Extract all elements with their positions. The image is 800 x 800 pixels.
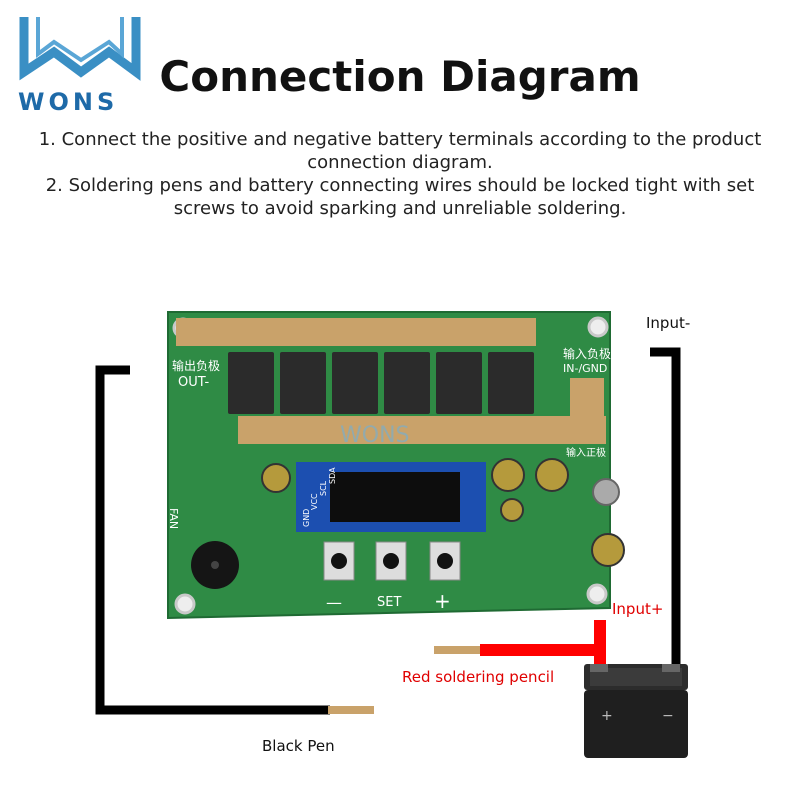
capacitor [491,458,525,492]
instruction-1: 1. Connect the positive and negative bat… [38,129,762,173]
oled-display: GND VCC SCL SDA [296,462,486,532]
battery: + − [584,664,688,758]
capacitor [261,463,291,493]
mosfet-row [228,352,534,414]
out-label: OUT- [178,375,209,390]
in-label: IN-/GND [563,362,607,375]
oled-pin-vcc: VCC [310,493,319,510]
screw-terminal [592,478,620,506]
button-label-minus: — [326,593,342,612]
in-label-cn: 输入负极 [563,346,611,361]
wons-logo [19,17,141,81]
oled-pin-sda: SDA [328,467,337,484]
black-pen-tip [328,706,374,714]
label-input-plus: Input+ [612,600,664,618]
capacitor [535,458,569,492]
capacitor [500,498,524,522]
button-plus [429,541,461,581]
page-title: Connection Diagram [159,52,641,101]
logo-text: WONS [18,88,119,116]
input-minus-wire [650,347,681,680]
in-pos-cn: 输入正极 [566,446,606,459]
battery-plus: + [601,708,613,724]
button-label-set: SET [377,595,401,610]
black-pen-wire [95,365,330,715]
oled-pin-scl: SCL [319,480,328,496]
button-label-plus: + [434,589,451,613]
fan-label: FAN [167,508,180,529]
label-red-pencil: Red soldering pencil [402,668,555,686]
label-input-minus: Input- [646,314,691,332]
in-gnd-tab [570,378,604,420]
battery-minus: − [662,708,674,724]
button-set [375,541,407,581]
pcb-board: 输出负极 OUT- 输入负极 IN-/GND 输入正极 FAN WONS GND… [167,311,625,620]
bottom-busbar [238,416,606,444]
board-watermark: WONS [340,423,410,448]
button-minus [323,541,355,581]
out-label-cn: 输出负极 [172,358,220,373]
instruction-2: 2. Soldering pens and battery connecting… [45,175,755,219]
capacitor [591,533,625,567]
label-black-pen: Black Pen [262,737,335,755]
red-pencil-tip [434,646,480,654]
instructions: 1. Connect the positive and negative bat… [20,128,780,220]
oled-pin-gnd: GND [302,509,311,527]
red-pencil-wire [480,620,606,670]
top-busbar [176,318,536,346]
